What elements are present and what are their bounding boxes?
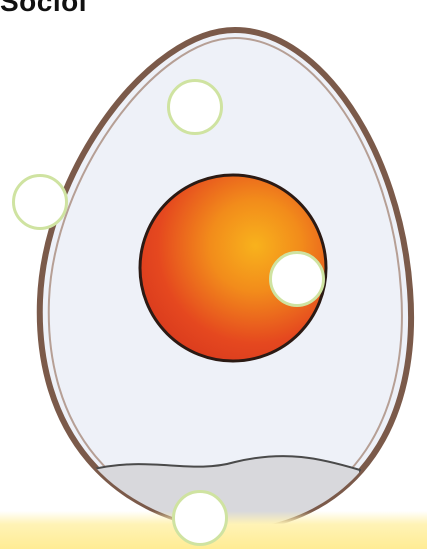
label-slot-shell[interactable] — [12, 174, 68, 230]
label-slot-air-cell[interactable] — [172, 490, 228, 546]
label-slot-yolk[interactable] — [269, 251, 325, 307]
label-slot-white[interactable] — [167, 79, 223, 135]
